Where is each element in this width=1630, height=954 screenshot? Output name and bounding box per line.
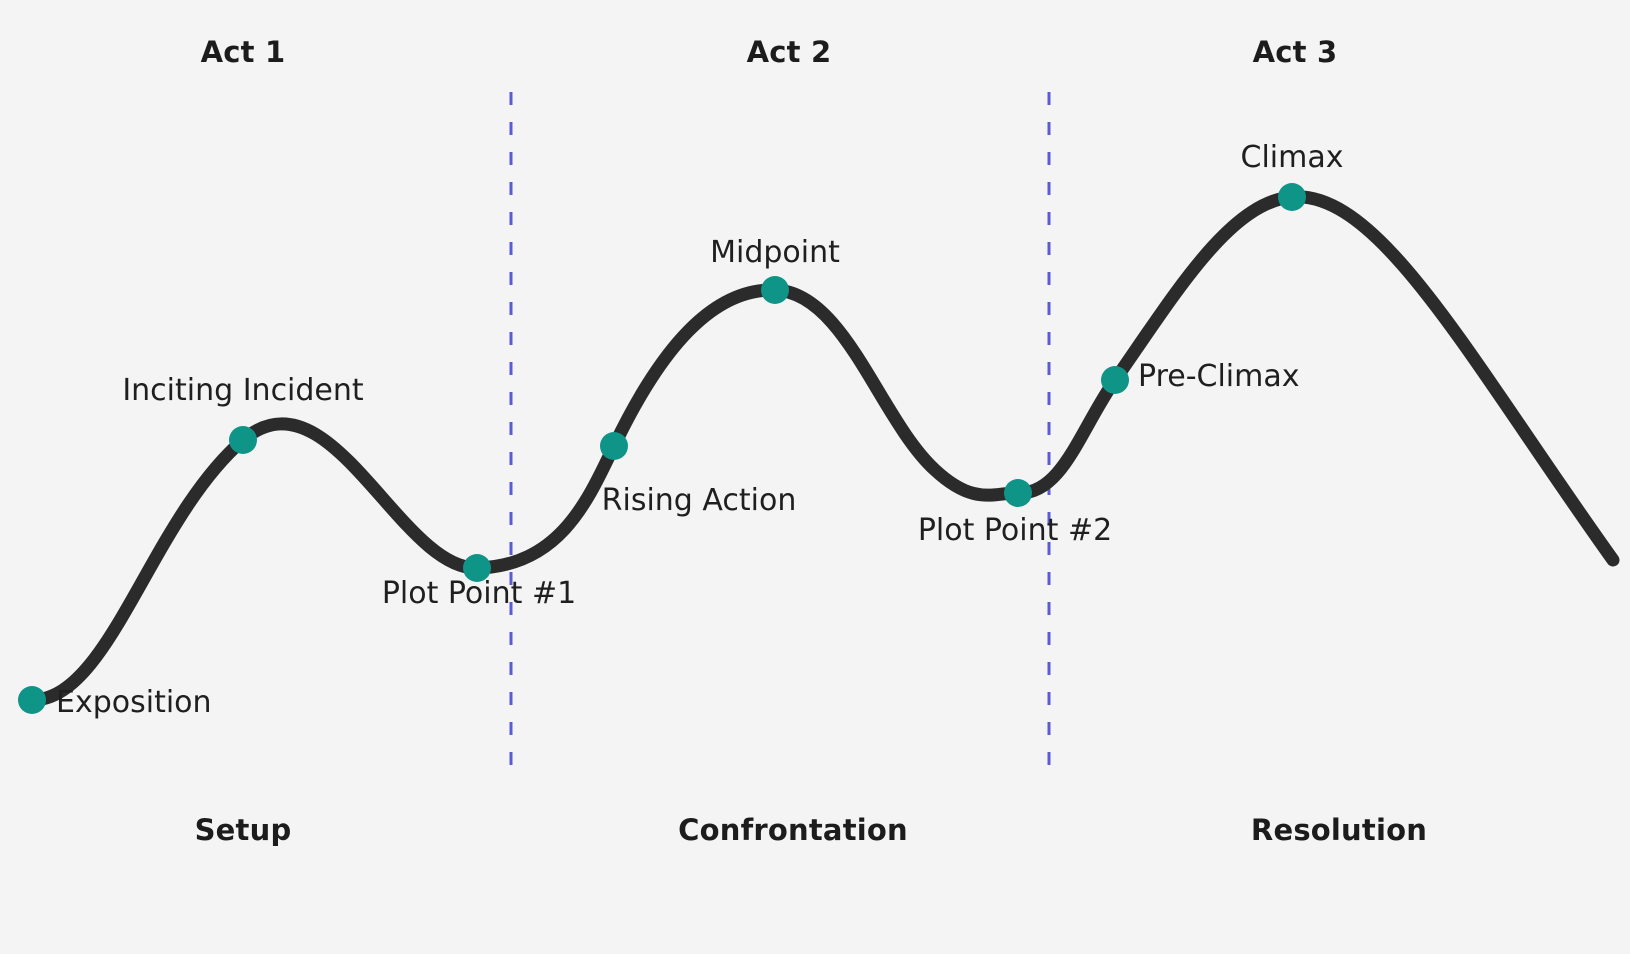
act-divider-layer	[509, 92, 1051, 780]
phase-label-phase-setup: Setup	[194, 813, 292, 847]
beat-point-plot-point-2[interactable]	[1004, 479, 1032, 507]
beat-point-exposition[interactable]	[18, 686, 46, 714]
beat-label-inciting-incident: Inciting Incident	[122, 373, 364, 408]
beat-label-pre-climax: Pre-Climax	[1138, 359, 1300, 394]
beat-label-plot-point-2: Plot Point #2	[917, 513, 1113, 548]
beat-label-rising-action: Rising Action	[601, 483, 797, 518]
beat-point-rising-action[interactable]	[600, 432, 628, 460]
beat-label-climax: Climax	[1240, 140, 1344, 175]
act-header-act-1: Act 1	[200, 35, 286, 69]
beat-label-plot-point-1: Plot Point #1	[381, 576, 577, 611]
act-header-act-2: Act 2	[746, 35, 832, 69]
beat-point-pre-climax[interactable]	[1101, 366, 1129, 394]
beat-point-midpoint[interactable]	[761, 276, 789, 304]
act-header-act-3: Act 3	[1252, 35, 1338, 69]
beat-point-inciting-incident[interactable]	[229, 426, 257, 454]
beat-label-exposition: Exposition	[56, 685, 212, 720]
beat-point-layer	[18, 183, 1306, 714]
story-arc-curve	[25, 190, 1620, 707]
beat-point-climax[interactable]	[1278, 183, 1306, 211]
phase-label-phase-resolution: Resolution	[1250, 813, 1428, 847]
beat-point-plot-point-1[interactable]	[463, 554, 491, 582]
phase-label-phase-confrontation: Confrontation	[678, 813, 908, 847]
beat-label-midpoint: Midpoint	[710, 235, 840, 270]
